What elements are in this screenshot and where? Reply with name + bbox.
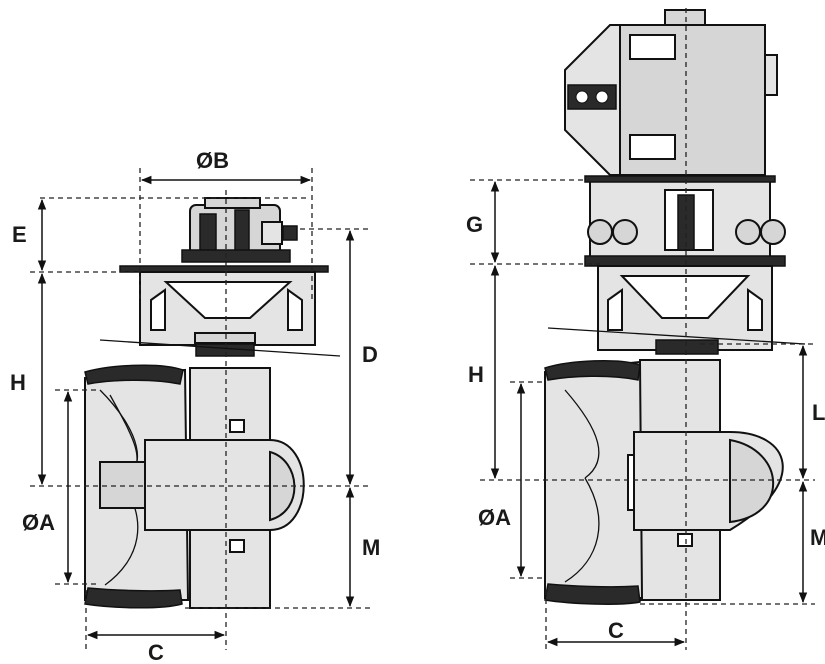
right-label-l: L bbox=[812, 400, 825, 425]
left-label-diameter-a: ØA bbox=[22, 510, 55, 535]
right-motor-bracket bbox=[584, 175, 786, 267]
left-intermediate-housing bbox=[99, 271, 341, 357]
left-label-diameter-b: ØB bbox=[196, 148, 229, 173]
left-dimension-arrows bbox=[37, 175, 355, 640]
left-thruster-drawing: ØB E H D ØA M C bbox=[10, 148, 380, 664]
right-reference-lines bbox=[470, 8, 815, 650]
right-label-c: C bbox=[608, 618, 624, 643]
right-motor bbox=[564, 9, 778, 176]
left-reference-lines bbox=[30, 168, 370, 650]
left-label-h: H bbox=[10, 370, 26, 395]
right-label-g: G bbox=[466, 212, 483, 237]
left-gear-pod bbox=[99, 419, 305, 553]
left-label-m: M bbox=[362, 535, 380, 560]
left-motor bbox=[181, 197, 298, 263]
right-tunnel bbox=[544, 359, 644, 605]
left-label-e: E bbox=[12, 222, 27, 247]
right-label-m: M bbox=[810, 525, 825, 550]
right-label-diameter-a: ØA bbox=[478, 505, 511, 530]
right-intermediate-housing bbox=[547, 265, 806, 355]
right-thruster-drawing: G H ØA L M C bbox=[466, 8, 825, 650]
left-label-c: C bbox=[148, 640, 164, 664]
right-label-h: H bbox=[468, 362, 484, 387]
left-label-d: D bbox=[362, 342, 378, 367]
right-gear-pod bbox=[633, 431, 784, 547]
right-dimension-arrows bbox=[490, 180, 808, 647]
